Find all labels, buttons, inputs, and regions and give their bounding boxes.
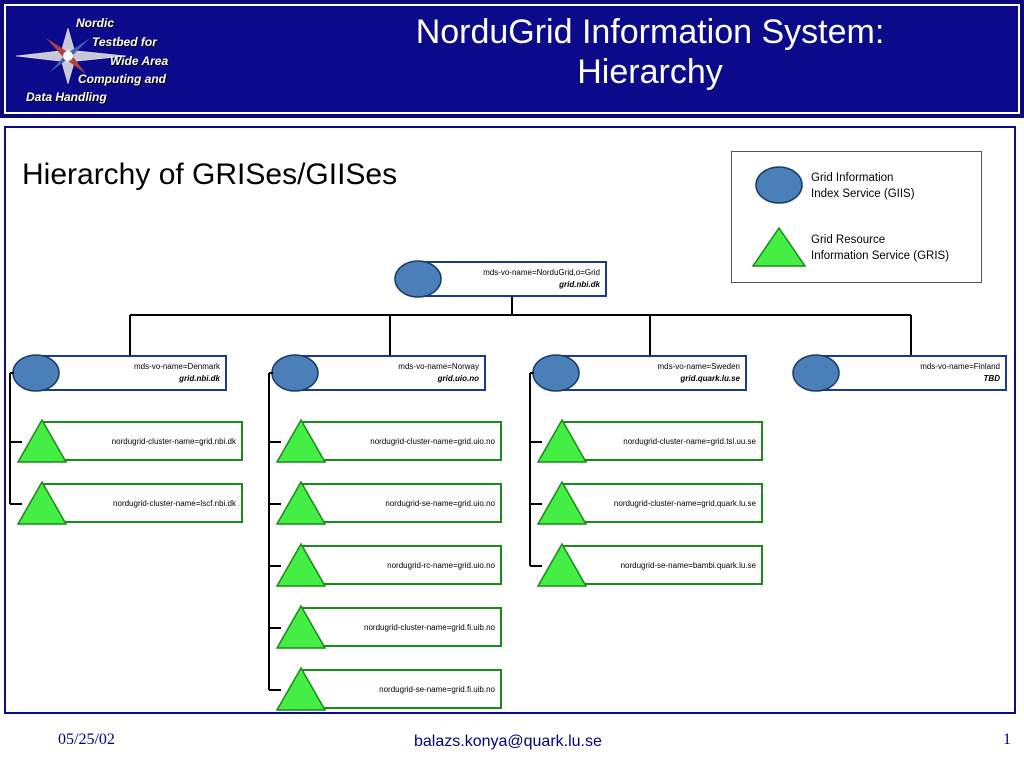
legend-graphics <box>751 166 807 267</box>
gris-node-icon <box>536 542 588 587</box>
gris-node-icon <box>16 480 68 525</box>
slide-subtitle: Hierarchy of GRISes/GIISes <box>22 158 398 191</box>
logo-line-4: Computing and <box>78 72 166 86</box>
gris-legend-icon <box>751 226 807 267</box>
gris-2-1-label: nordugrid-cluster-name=grid.quark.lu.se <box>614 499 757 508</box>
content-frame <box>4 126 1016 714</box>
country-giis-0-box <box>33 355 227 391</box>
country-giis-1-box <box>292 355 486 391</box>
legend-gris-label: Grid Resource Information Service (GRIS) <box>811 232 949 264</box>
country-giis-3-host: TBD <box>984 374 1001 383</box>
slide-title: NorduGrid Information System: Hierarchy <box>300 12 1000 92</box>
country-giis-2-vo-name: mds-vo-name=Sweden <box>658 362 740 371</box>
gris-node-icon <box>275 542 327 587</box>
gris-1-2-label: nordugrid-rc-name=grid.uio.no <box>387 561 495 570</box>
root-giis-host: grid.nbi.dk <box>558 280 600 289</box>
legend-gris-line-2: Information Service (GRIS) <box>811 250 950 262</box>
gris-2-0-label: nordugrid-cluster-name=grid.tsl.uu.se <box>623 437 756 446</box>
compass-star-icon <box>15 27 127 85</box>
slide-header: Nordic Testbed for Wide Area Computing a… <box>0 0 1024 118</box>
title-line-2: Hierarchy <box>577 53 723 91</box>
gris-node-icon <box>275 418 327 463</box>
gris-node-icon <box>275 666 327 711</box>
gris-node-icon <box>275 480 327 525</box>
logo-line-3: Wide Area <box>110 54 169 68</box>
legend-giis-label: Grid Information Index Service (GIIS) <box>811 170 915 202</box>
country-giis-2-host: grid.quark.lu.se <box>679 374 740 383</box>
footer-page-number: 1 <box>1003 731 1011 748</box>
gris-0-1-box <box>41 483 243 523</box>
country-giis-3-box <box>813 355 1007 391</box>
gris-node-icon <box>536 480 588 525</box>
gris-0-1-label: nordugrid-cluster-name=lscf.nbi.dk <box>113 499 237 508</box>
gris-2-0-box <box>561 421 763 461</box>
header-frame <box>4 4 1020 114</box>
country-giis-0-host: grid.nbi.dk <box>178 374 220 383</box>
logo-line-5: Data Handling <box>26 90 107 104</box>
gris-2-1-box <box>561 483 763 523</box>
legend-giis-line-1: Grid Information <box>811 172 894 184</box>
giis-node-icon <box>271 354 319 392</box>
gris-2-2-label: nordugrid-se-name=bambi.quark.lu.se <box>621 561 757 570</box>
footer-date: 05/25/02 <box>58 731 115 748</box>
giis-node-icon <box>12 354 60 392</box>
logo-line-2: Testbed for <box>92 35 157 49</box>
country-giis-1-host: grid.uio.no <box>437 374 479 383</box>
gris-node-icon <box>275 604 327 649</box>
title-line-1: NorduGrid Information System: <box>415 13 885 51</box>
legend-box: Grid Information Index Service (GIIS) Gr… <box>731 151 982 283</box>
gris-1-2-box <box>300 545 502 585</box>
giis-node-icon <box>792 354 840 392</box>
country-giis-0-vo-name: mds-vo-name=Denmark <box>134 362 221 371</box>
country-giis-3-vo-name: mds-vo-name=Finland <box>920 362 1000 371</box>
giis-node-icon <box>394 260 442 298</box>
gris-1-0-box <box>300 421 502 461</box>
footer-email: balazs.konya@quark.lu.se <box>414 733 602 750</box>
nordugrid-logo: Nordic Testbed for Wide Area Computing a… <box>6 8 196 108</box>
gris-1-1-box <box>300 483 502 523</box>
gris-node-icon <box>536 418 588 463</box>
giis-legend-icon <box>755 166 803 204</box>
legend-giis-line-2: Index Service (GIIS) <box>811 188 915 200</box>
logo-line-1: Nordic <box>76 16 115 30</box>
gris-0-0-label: nordugrid-cluster-name=grid.nbi.dk <box>112 437 237 446</box>
gris-node-icon <box>16 418 68 463</box>
legend-gris-line-1: Grid Resource <box>811 234 886 246</box>
root-giis-vo-name: mds-vo-name=NorduGrid,o=Grid <box>483 268 600 277</box>
root-giis-box <box>415 261 607 297</box>
gris-2-2-box <box>561 545 763 585</box>
giis-node-icon <box>532 354 580 392</box>
gris-1-0-label: nordugrid-cluster-name=grid.uio.no <box>370 437 495 446</box>
country-giis-1-vo-name: mds-vo-name=Norway <box>398 362 479 371</box>
gris-1-1-label: nordugrid-se-name=grid.uio.no <box>385 499 495 508</box>
gris-1-4-label: nordugrid-se-name=grid.fi.uib.no <box>379 685 495 694</box>
gris-1-3-label: nordugrid-cluster-name=grid.fi.uib.no <box>364 623 496 632</box>
